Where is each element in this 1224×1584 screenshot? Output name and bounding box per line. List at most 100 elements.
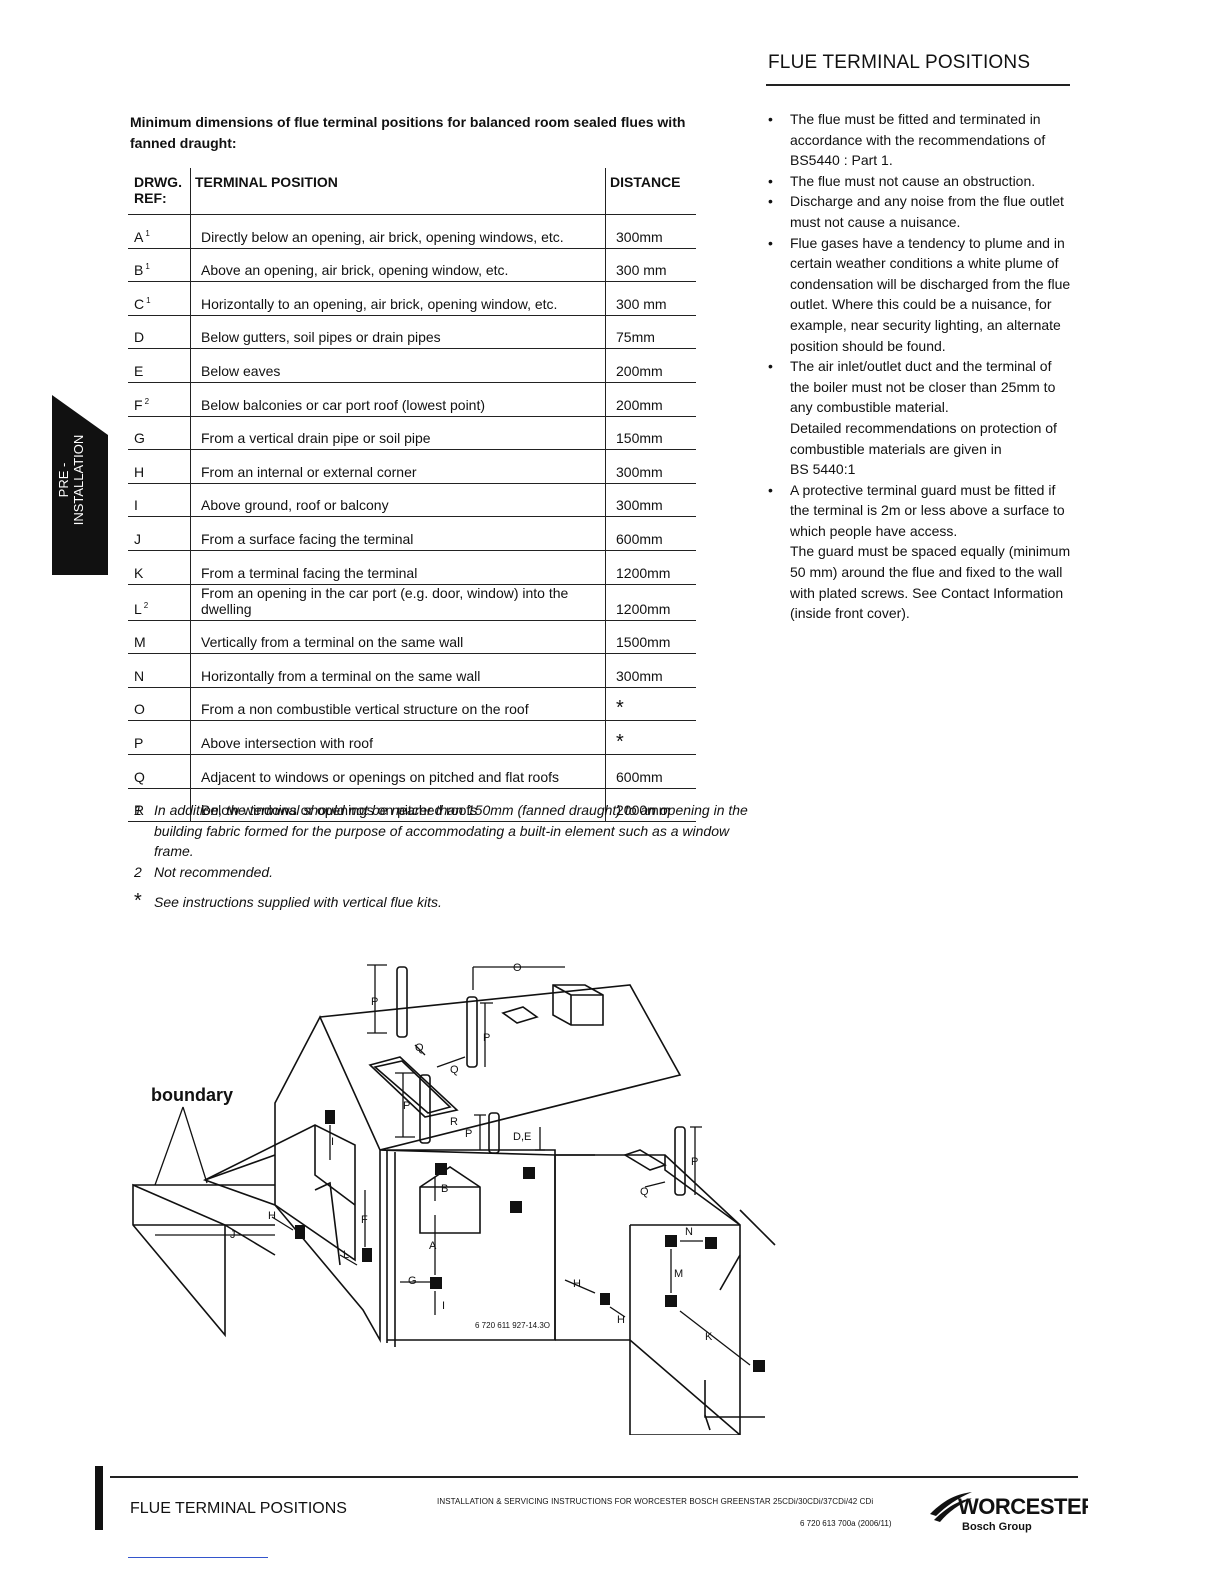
- footnote-text: In addition, the terminal should not be …: [154, 802, 748, 859]
- header-ref-line2: REF:: [134, 190, 167, 206]
- distance-value: 200mm: [616, 396, 663, 413]
- bottom-rule: [128, 1557, 268, 1558]
- ref-note: 2: [144, 396, 150, 406]
- distance-value: 300mm: [616, 228, 663, 245]
- row-position: Below windows or openings on pitched roo…: [190, 788, 606, 823]
- figure-code: 6 720 611 927-14.3O: [475, 1321, 550, 1330]
- row-position: Above intersection with roof: [190, 720, 606, 755]
- distance-value: 150mm: [616, 430, 663, 447]
- row-ref: I: [128, 483, 191, 518]
- row-position: From an internal or external corner: [190, 449, 606, 484]
- section-tab: [52, 395, 108, 575]
- row-ref: M: [128, 620, 191, 655]
- list-item: Flue gases have a tendency to plume and …: [768, 233, 1074, 357]
- list-item: The flue must be fitted and terminated i…: [768, 109, 1074, 171]
- distance-value: 75mm: [616, 329, 655, 346]
- label-r: R: [450, 1116, 458, 1128]
- row-ref: J: [128, 516, 191, 551]
- ref-note: 1: [146, 295, 151, 305]
- ref-letter: C: [134, 295, 145, 312]
- row-position: Below balconies or car port roof (lowest…: [190, 382, 606, 417]
- footnote-number: 1: [134, 802, 142, 818]
- label-de: D,E: [513, 1131, 531, 1143]
- footer-marker: [95, 1466, 103, 1530]
- diagram-labels: boundary P O P Q Q P R P D,E I B A G I F…: [151, 962, 713, 1343]
- row-ref: H: [128, 449, 191, 484]
- row-position: Below eaves: [190, 348, 606, 383]
- row-ref: P: [128, 720, 191, 755]
- row-distance: 300mm: [605, 483, 696, 518]
- footnote-number: 2: [134, 863, 142, 880]
- row-ref: G: [128, 416, 191, 451]
- header-ref-line1: DRWG.: [134, 174, 182, 190]
- row-distance: *: [605, 687, 696, 722]
- ref-letter: G: [134, 430, 145, 447]
- ref-letter: O: [134, 701, 145, 718]
- label-h: H: [268, 1210, 276, 1222]
- row-distance: 300 mm: [605, 281, 696, 316]
- row-distance: 300 mm: [605, 248, 696, 283]
- row-position: Above ground, roof or balcony: [190, 483, 606, 518]
- row-distance: 150mm: [605, 416, 696, 451]
- row-position: Adjacent to windows or openings on pitch…: [190, 754, 606, 789]
- row-position: Directly below an opening, air brick, op…: [190, 214, 606, 249]
- ref-letter: M: [134, 634, 146, 651]
- footer-title: FLUE TERMINAL POSITIONS: [130, 1500, 347, 1517]
- label-i2: I: [442, 1300, 445, 1312]
- label-a: A: [429, 1240, 437, 1252]
- worcester-logo: WORCESTER Bosch Group: [930, 1492, 1088, 1533]
- row-position: From an opening in the car port (e.g. do…: [190, 584, 606, 621]
- row-distance: 2000mm: [605, 788, 696, 823]
- page-title: FLUE TERMINAL POSITIONS: [768, 52, 1031, 73]
- ref-letter: D: [134, 329, 145, 346]
- distance-value: 300 mm: [616, 295, 667, 312]
- footnote: 1 In addition, the terminal should not be…: [134, 800, 754, 862]
- row-distance: 200mm: [605, 382, 696, 417]
- list-item: Discharge and any noise from the flue ou…: [768, 191, 1074, 232]
- footer-rule: [110, 1476, 1078, 1478]
- row-position: Vertically from a terminal on the same w…: [190, 620, 606, 655]
- footnote-text: Not recommended.: [154, 863, 274, 880]
- row-distance: 300mm: [605, 214, 696, 249]
- table-intro: Minimum dimensions of flue terminal posi…: [130, 114, 686, 151]
- footer-info: INSTALLATION & SERVICING INSTRUCTIONS FO…: [437, 1497, 874, 1506]
- label-o: O: [513, 962, 522, 974]
- label-q: Q: [415, 1042, 424, 1054]
- label-p: P: [371, 996, 378, 1008]
- flue-positions-diagram: boundary P O P Q Q P R P D,E I B A G I F…: [132, 962, 776, 1435]
- ref-note: 1: [145, 228, 150, 238]
- requirements-list: The flue must be fitted and terminated i…: [768, 109, 1074, 624]
- distance-value: 1500mm: [616, 634, 671, 651]
- ref-letter: Q: [134, 768, 145, 785]
- distance-value: 1200mm: [616, 564, 671, 581]
- ref-letter: N: [134, 667, 145, 684]
- ref-letter: J: [134, 530, 141, 547]
- row-distance: 200mm: [605, 348, 696, 383]
- ref-letter: A: [134, 228, 144, 245]
- footer-code: 6 720 613 700a (2006/11): [800, 1519, 892, 1528]
- logo-sub: Bosch Group: [962, 1521, 1032, 1533]
- vertical-flues: [396, 966, 686, 1196]
- row-ref: O: [128, 687, 191, 722]
- section-tab-line1: PRE -: [56, 462, 71, 498]
- row-ref: K: [128, 550, 191, 585]
- boundary-label: boundary: [151, 1085, 233, 1105]
- section-tab-label: PRE - INSTALLATION: [52, 395, 108, 575]
- ref-note: 1: [145, 262, 150, 272]
- section-tab-line2: INSTALLATION: [71, 434, 86, 526]
- row-distance: 600mm: [605, 516, 696, 551]
